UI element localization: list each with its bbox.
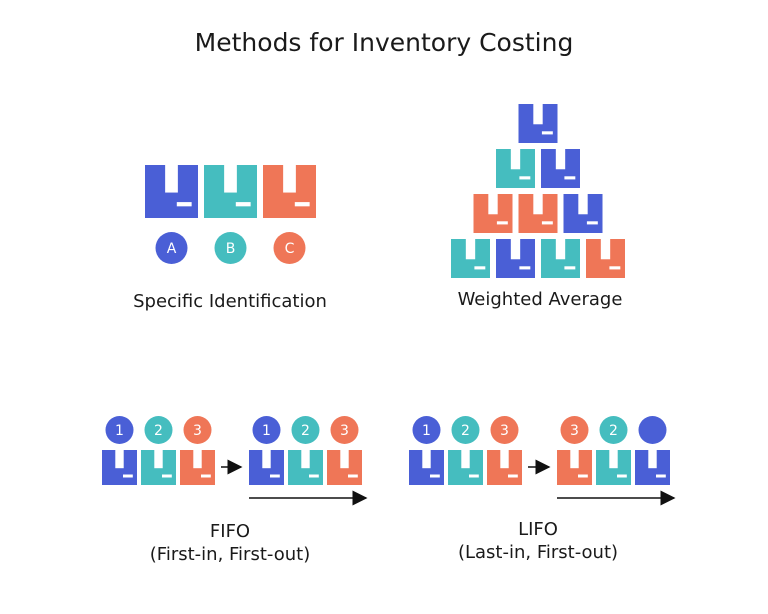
lifo-group: 1 2 3 3 2 [409,416,676,506]
before-box-2 [448,450,483,485]
before-box-1 [102,450,137,485]
svg-text:1: 1 [115,423,124,439]
after-tag-1: 3 [560,416,589,444]
before-tag-3: 3 [183,416,212,444]
box-blue [145,165,198,218]
pyramid-box-teal [496,149,535,188]
before-box-2 [141,450,176,485]
pyramid-box-orange [518,194,558,233]
after-tag-2: 2 [599,416,628,444]
tag-b: B [214,232,247,264]
lifo-label-subtitle: (Last-in, First-out) [457,542,619,563]
box-teal [204,165,257,218]
svg-text:A: A [167,241,177,257]
before-box-3 [180,450,215,485]
pyramid-box-blue [541,149,580,188]
before-box-1 [409,450,444,485]
svg-text:3: 3 [570,423,579,439]
pyramid-box-blue [518,104,558,143]
after-box-1 [557,450,592,485]
svg-text:B: B [226,241,236,257]
after-box-1 [249,450,284,485]
lifo-label-title: LIFO [518,519,558,540]
pyramid-box-teal [541,239,580,278]
svg-text:3: 3 [340,423,349,439]
svg-text:1: 1 [262,423,271,439]
fifo-label-subtitle: (First-in, First-out) [149,544,311,565]
svg-text:C: C [285,241,295,257]
pyramid-box-orange [473,194,513,233]
pyramid-box-blue [496,239,535,278]
svg-text:2: 2 [461,423,470,439]
svg-text:2: 2 [301,423,310,439]
pyramid-box-orange [586,239,625,278]
page-title: Methods for Inventory Costing [194,28,574,57]
fifo-label-title: FIFO [209,521,251,542]
svg-text:3: 3 [500,423,509,439]
weighted-average-group [451,104,625,278]
pyramid-box-teal [451,239,490,278]
svg-text:3: 3 [193,423,202,439]
after-box-3 [635,450,670,485]
after-tag-3: 3 [330,416,359,444]
after-box-2 [596,450,631,485]
box-orange [263,165,316,218]
specific-identification-group: A B C [145,165,316,264]
before-tag-1: 1 [412,416,441,444]
pyramid-box-blue [563,194,603,233]
tag-a: A [155,232,188,264]
before-box-3 [487,450,522,485]
before-tag-3: 3 [490,416,519,444]
svg-text:2: 2 [609,423,618,439]
before-tag-2: 2 [144,416,173,444]
before-tag-2: 2 [451,416,480,444]
weighted-average-label: Weighted Average [457,289,623,310]
after-box-3 [327,450,362,485]
fifo-group: 1 2 3 1 2 3 [102,416,368,506]
svg-text:1: 1 [422,423,431,439]
after-tag-2: 2 [291,416,320,444]
specific-identification-label: Specific Identification [133,291,327,312]
after-box-2 [288,450,323,485]
after-tag-3 [638,416,667,444]
after-tag-1: 1 [252,416,281,444]
tag-c: C [273,232,306,264]
svg-text:2: 2 [154,423,163,439]
before-tag-1: 1 [105,416,134,444]
